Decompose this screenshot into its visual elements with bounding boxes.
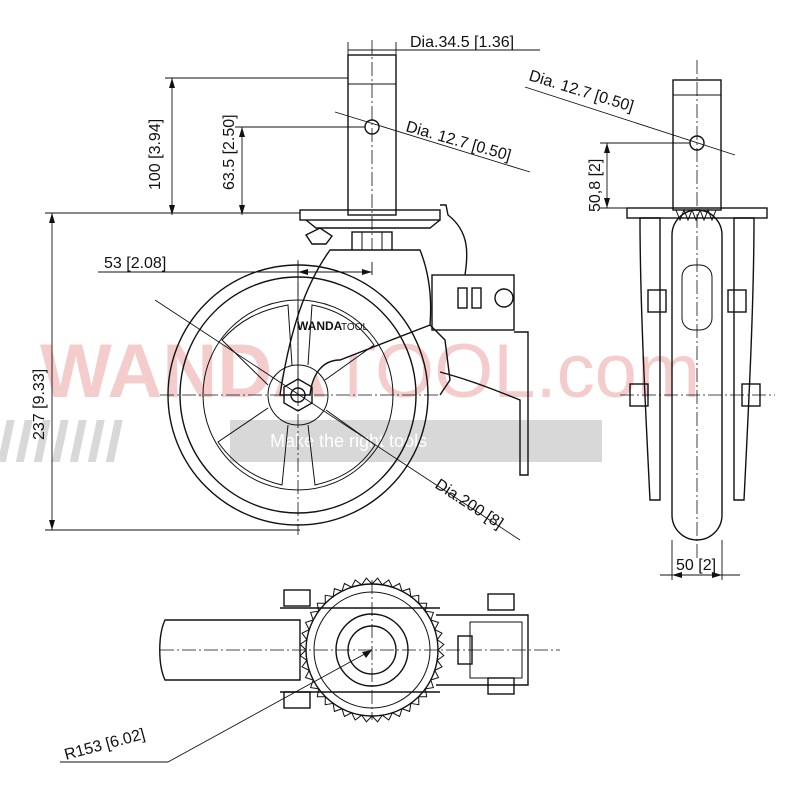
dim-hole-height-text: 63.5 [2.50]: [221, 114, 238, 190]
top-kingpin-outer: [335, 613, 409, 687]
dim-top-height-text: 100 [3.94]: [147, 119, 164, 190]
top-brake-housing: [436, 614, 529, 686]
side-view: Dia. 12.7 [0.50] 50,8 [2] 50 [2]: [524, 60, 775, 580]
side-fork-left: [639, 217, 661, 501]
dim-stem-dia-text: Dia.34.5 [1.36]: [410, 34, 514, 51]
dim-swivel-radius-text: R153 [6.02]: [63, 726, 147, 764]
swivel-lock-lever: [304, 227, 334, 245]
side-fork-right: [733, 217, 755, 501]
dim-wheel-dia-text: Dia.200 [8]: [432, 476, 506, 532]
side-serrated-collar: [675, 208, 717, 222]
dim-hole-dia-side-text: Dia. 12.7 [0.50]: [527, 68, 636, 116]
dim-side-hole-height: 50,8 [2]: [587, 142, 690, 212]
watermark-brand-light: TOOL.com: [330, 329, 700, 414]
top-serration: [299, 577, 445, 723]
brake-bolt: [494, 288, 514, 308]
side-wheel: [671, 209, 723, 541]
top-view: R153 [6.02]: [60, 577, 560, 764]
dim-total-height: 237 [9.33]: [31, 213, 300, 531]
dim-stem-dia: Dia.34.5 [1.36]: [347, 34, 540, 55]
watermark: WANDA TOOL.com Make the right tools: [0, 329, 700, 462]
serration-teeth: [299, 577, 445, 723]
top-bolt-2: [283, 691, 311, 709]
wheel-spokes: [217, 304, 376, 486]
dim-wheel-width-text: 50 [2]: [676, 557, 716, 574]
dim-side-hole-height-text: 50,8 [2]: [587, 159, 604, 212]
dim-hole-dia-front: Dia. 12.7 [0.50]: [334, 111, 531, 173]
dim-wheel-width: 50 [2]: [660, 540, 740, 580]
dim-top-height: 100 [3.94]: [147, 77, 348, 215]
top-bolt-1: [283, 589, 311, 607]
brake-pedal: [439, 331, 529, 476]
side-bolt-left: [647, 289, 667, 313]
front-view: WANDA TOOL Dia.34.5 [1.36] 100 [3.94] 63…: [31, 34, 540, 541]
brake-spring: [440, 204, 468, 276]
brake-housing: [431, 274, 515, 331]
dim-hole-dia-front-text: Dia. 12.7 [0.50]: [404, 119, 513, 165]
part-label-bold: WANDA: [297, 319, 343, 333]
part-label-light: TOOL: [341, 322, 368, 333]
watermark-stripes: [0, 420, 602, 462]
top-kingpin-inner: [347, 625, 397, 675]
top-bolt-4: [487, 677, 515, 695]
side-bolt-right: [727, 289, 747, 313]
top-plate: [299, 209, 441, 221]
dim-total-height-text: 237 [9.33]: [31, 369, 48, 440]
top-bolt-3: [487, 593, 515, 611]
dim-offset: 53 [2.08]: [98, 255, 373, 395]
stem: [347, 54, 397, 216]
dim-swivel-radius: R153 [6.02]: [60, 649, 373, 764]
dim-offset-text: 53 [2.08]: [104, 255, 166, 272]
dim-hole-height: 63.5 [2.50]: [221, 114, 365, 215]
top-wheel: [159, 619, 301, 681]
